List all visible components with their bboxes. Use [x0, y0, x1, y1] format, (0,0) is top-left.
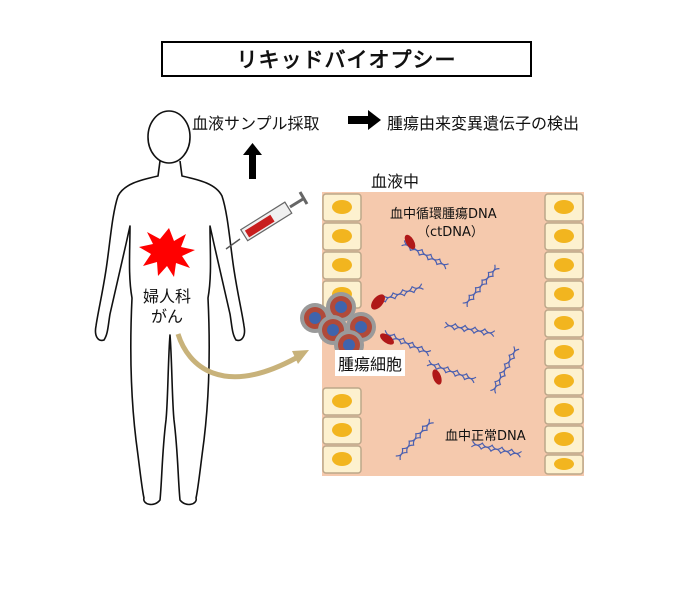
up-arrow-icon [243, 143, 262, 179]
cancer-label-line2: がん [151, 307, 184, 326]
left-cell-wall [322, 193, 362, 474]
title-box: リキッドバイオプシー [161, 41, 532, 77]
ctdna-label-line2: （ctDNA） [417, 225, 484, 240]
ctdna-markers [371, 234, 442, 385]
tumor-cells-label: 腫瘍細胞 [335, 350, 406, 376]
detection-label: 腫瘍由来変異遺伝子の検出 [387, 114, 580, 133]
sample-label: 血液サンプル採取 [192, 114, 320, 133]
right-cell-wall [544, 193, 584, 475]
right-arrow-icon [348, 110, 381, 130]
cancer-burst-icon [139, 228, 195, 277]
blood-label: 血液中 [371, 172, 420, 191]
normal-dna-label: 血中正常DNA [445, 429, 526, 444]
ctdna-label-line1: 血中循環腫瘍DNA [390, 207, 497, 222]
human-figure [94, 110, 246, 506]
cancer-label-line1: 婦人科 [143, 287, 192, 306]
dna-strands [373, 240, 522, 461]
curved-arrow-icon [175, 333, 298, 380]
title: リキッドバイオプシー [236, 48, 457, 72]
syringe-icon [225, 191, 309, 250]
